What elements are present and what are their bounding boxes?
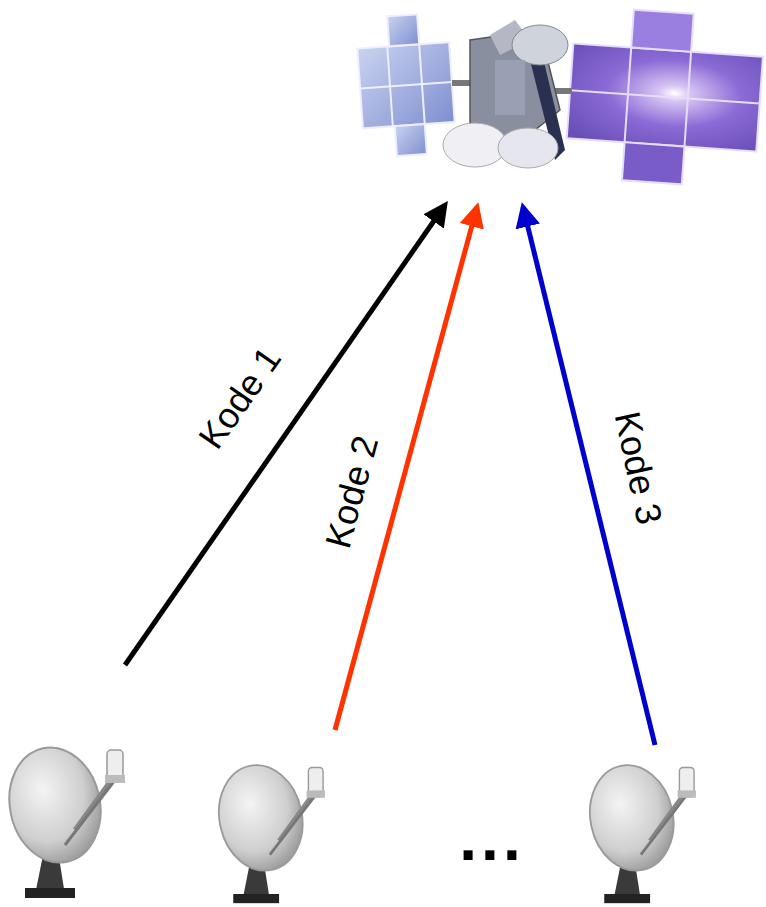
dish-antenna [0, 739, 125, 898]
ellipsis-label: ... [459, 806, 524, 870]
dish-antenna [209, 757, 325, 903]
uplink-arrow [125, 205, 445, 665]
code-label: Kode 2 [320, 432, 384, 552]
code-label: Kode 3 [609, 408, 668, 527]
satellite [355, 6, 765, 190]
dish-antenna [580, 757, 696, 903]
code-label: Kode 1 [193, 341, 288, 455]
